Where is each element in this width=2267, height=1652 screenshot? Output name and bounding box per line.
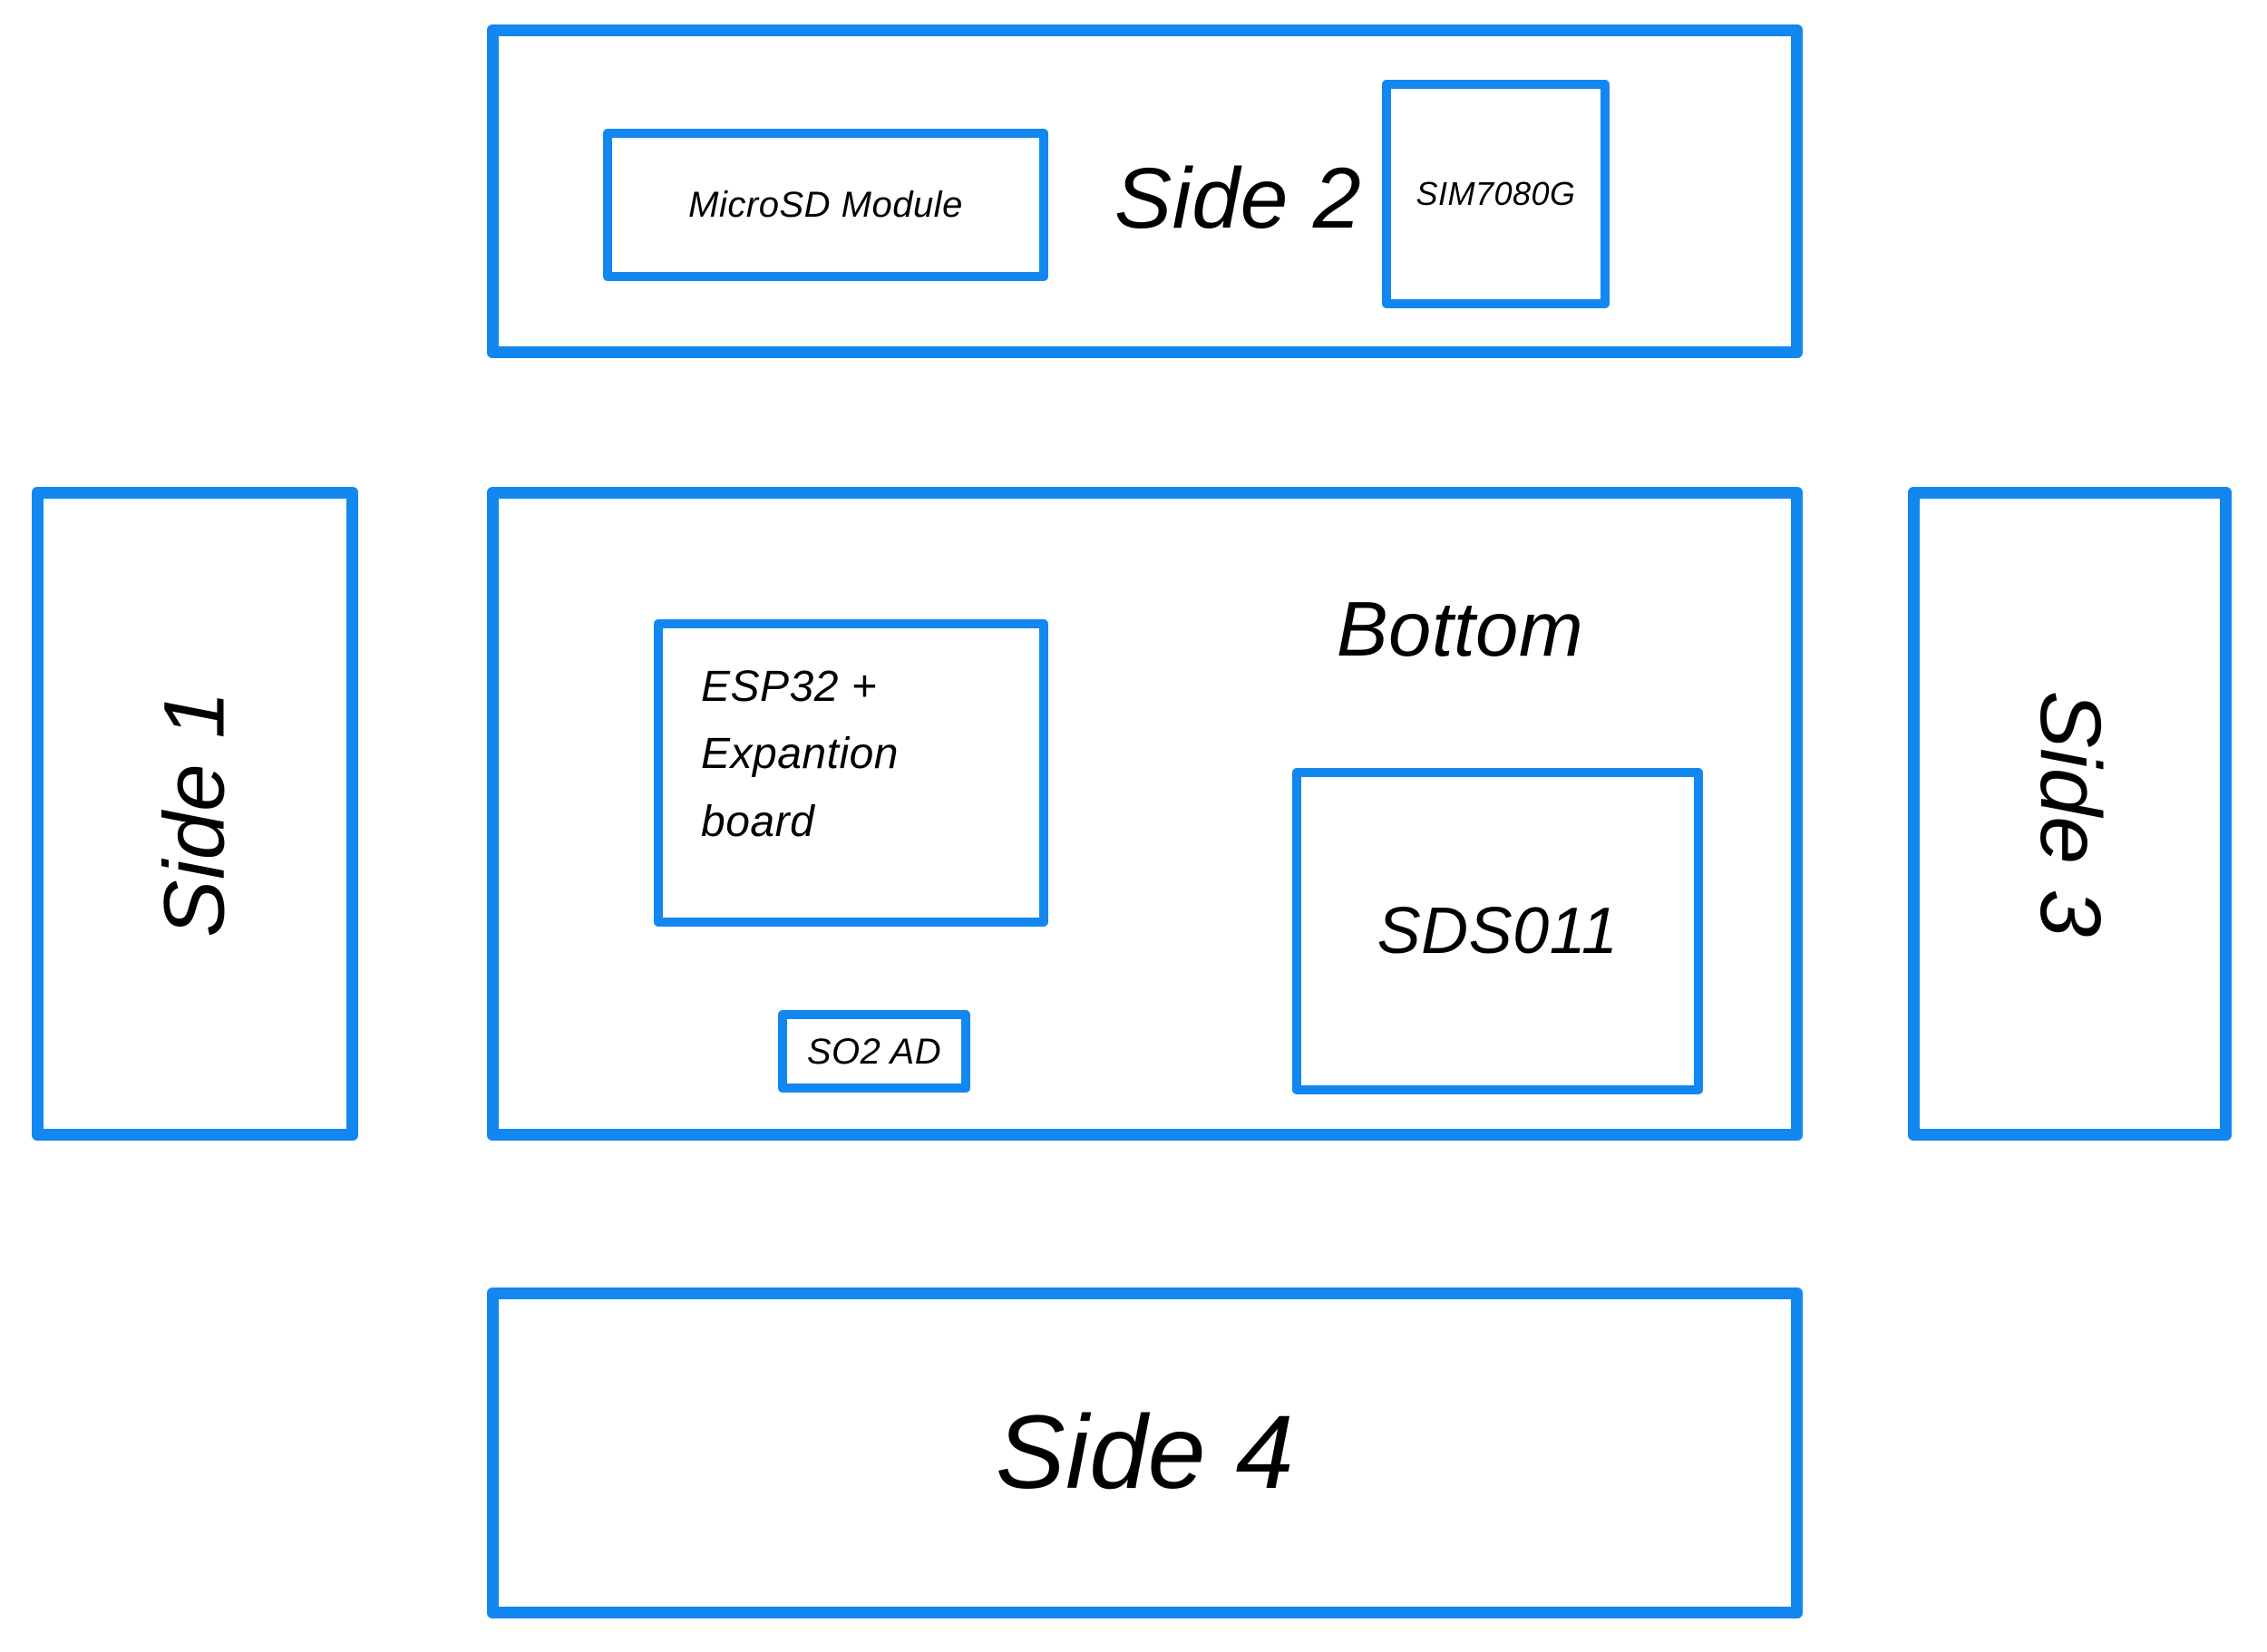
panel-side3: Side 3 bbox=[1908, 487, 2232, 1141]
side3-label: Side 3 bbox=[2022, 690, 2119, 938]
side2-label: Side 2 bbox=[1114, 151, 1362, 248]
side4-label: Side 4 bbox=[995, 1394, 1295, 1511]
panel-side2: MicroSD Module Side 2 SIM7080G bbox=[487, 24, 1803, 358]
esp32-expansion-board-label: ESP32 + Expantion board bbox=[701, 663, 899, 846]
esp32-expansion-board-box: ESP32 + Expantion board bbox=[654, 619, 1048, 927]
panel-side1: Side 1 bbox=[32, 487, 358, 1141]
panel-side4: Side 4 bbox=[487, 1288, 1803, 1618]
sim7080g-label: SIM7080G bbox=[1416, 175, 1576, 213]
so2-ad-box: SO2 AD bbox=[778, 1010, 970, 1093]
microsd-module-box: MicroSD Module bbox=[603, 129, 1048, 281]
so2-ad-label: SO2 AD bbox=[806, 1031, 942, 1072]
sds011-box: SDS011 bbox=[1292, 768, 1703, 1094]
microsd-module-label: MicroSD Module bbox=[688, 185, 963, 225]
panel-bottom: Bottom ESP32 + Expantion board SO2 AD SD… bbox=[487, 487, 1803, 1141]
sim7080g-box: SIM7080G bbox=[1382, 80, 1610, 308]
side1-label: Side 1 bbox=[146, 690, 243, 938]
bottom-label: Bottom bbox=[1336, 587, 1584, 674]
sds011-label: SDS011 bbox=[1377, 894, 1619, 967]
